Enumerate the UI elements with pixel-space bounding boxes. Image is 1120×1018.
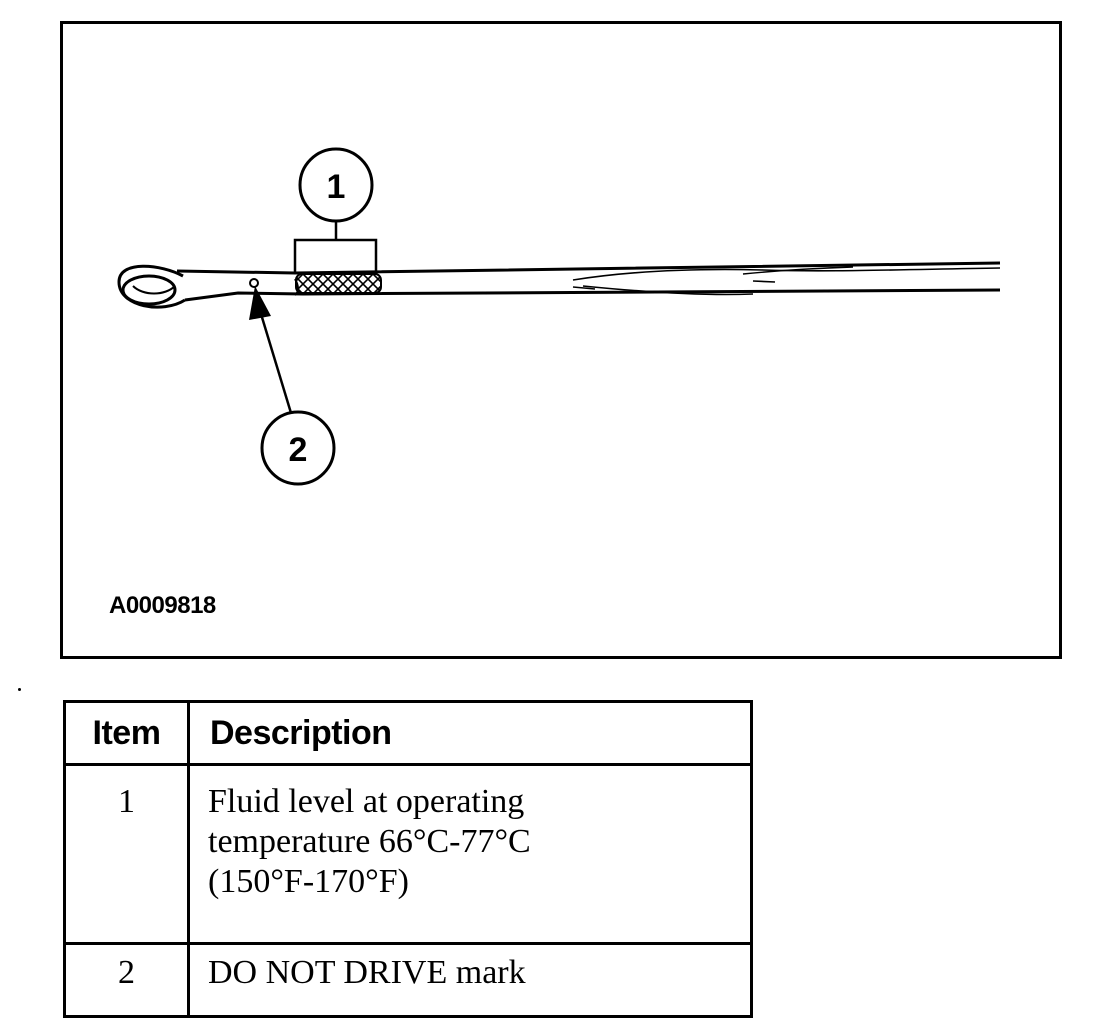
legend-item-number: 2 [63, 942, 190, 1018]
legend-header-row: Item Description [63, 700, 753, 766]
legend-row: 1 Fluid level at operating temperature 6… [63, 763, 753, 945]
dipstick-illustration: 1 2 [117, 147, 1001, 486]
legend-header-description: Description [187, 700, 753, 766]
description-line: Fluid level at operating [208, 783, 525, 820]
stray-dot [18, 688, 21, 691]
legend-item-description: DO NOT DRIVE mark [187, 942, 753, 1018]
callout-1-label: 1 [327, 168, 346, 206]
description-line: DO NOT DRIVE mark [208, 954, 526, 991]
legend-row: 2 DO NOT DRIVE mark [63, 942, 753, 1018]
legend-table: Item Description 1 Fluid level at operat… [63, 700, 753, 1018]
operating-range-hatch [295, 273, 382, 294]
callout-2-arrowhead [249, 286, 271, 320]
legend-header-item: Item [63, 700, 190, 766]
callout-2-label: 2 [289, 431, 308, 469]
callout-2-leader [259, 313, 293, 414]
figure-id: A0009818 [109, 592, 216, 619]
legend-item-number: 1 [63, 763, 190, 945]
description-line: (150°F-170°F) [208, 863, 409, 900]
figure-frame: 1 2 A0009818 [60, 21, 1062, 659]
callout-1: 1 [298, 147, 374, 223]
callout-1-bracket [293, 238, 378, 274]
dipstick-handle-loop [117, 264, 186, 309]
description-line: temperature 66°C-77°C [208, 823, 531, 860]
legend-item-description: Fluid level at operating temperature 66°… [187, 763, 753, 945]
do-not-drive-mark [249, 278, 259, 288]
callout-2: 2 [260, 410, 336, 486]
